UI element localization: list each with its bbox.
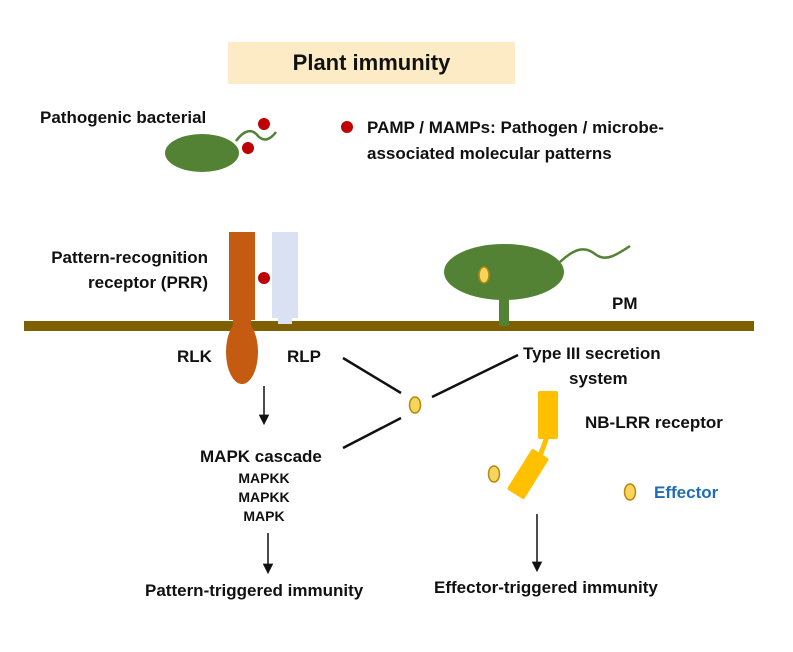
bacterium-t3ss-icon <box>444 244 631 326</box>
effector-legend-icon <box>623 483 637 501</box>
diagram-title: Plant immunity <box>292 50 451 75</box>
pathogenic-bacterial-label: Pathogenic bacterial <box>40 108 207 127</box>
pti-label: Pattern-triggered immunity <box>145 581 364 600</box>
plasma-membrane <box>24 321 754 331</box>
connector-line <box>431 353 519 399</box>
pathogenic-bacterium-icon <box>165 129 277 172</box>
mapkk-label-1: MAPKK <box>238 470 290 486</box>
rlp-receptor-icon <box>272 232 298 324</box>
nblrr-label: NB-LRR receptor <box>585 413 723 432</box>
connector-line <box>342 416 402 450</box>
pamp-legend-icon <box>341 121 353 133</box>
effector-icon <box>408 396 422 414</box>
eti-label: Effector-triggered immunity <box>434 578 658 597</box>
mapk-label: MAPK <box>243 508 285 524</box>
rlp-label: RLP <box>287 347 321 366</box>
effector-icon <box>487 465 501 483</box>
pamp-legend-line1: PAMP / MAMPs: Pathogen / microbe- <box>367 118 664 137</box>
t3ss-label-line1: Type III secretion <box>523 344 661 363</box>
effector-legend-label: Effector <box>654 483 719 502</box>
connector-line <box>342 356 402 395</box>
effector-icon <box>478 266 490 284</box>
prr-label-line1: Pattern-recognition <box>51 248 208 267</box>
pamp-dot-icon <box>258 118 270 130</box>
nblrr-receptor-icon <box>507 391 558 499</box>
pamp-dot-icon <box>258 272 270 284</box>
title-box: Plant immunity <box>228 42 515 84</box>
pamp-dot-icon <box>242 142 254 154</box>
pm-label: PM <box>612 294 638 313</box>
rlk-label: RLK <box>177 347 212 366</box>
mapkk-label-2: MAPKK <box>238 489 290 505</box>
pamp-legend-line2: associated molecular patterns <box>367 144 612 163</box>
t3ss-label-line2: system <box>569 369 628 388</box>
rlk-receptor-icon <box>226 232 258 384</box>
mapk-cascade-label: MAPK cascade <box>200 447 322 466</box>
prr-label-line2: receptor (PRR) <box>88 273 208 292</box>
